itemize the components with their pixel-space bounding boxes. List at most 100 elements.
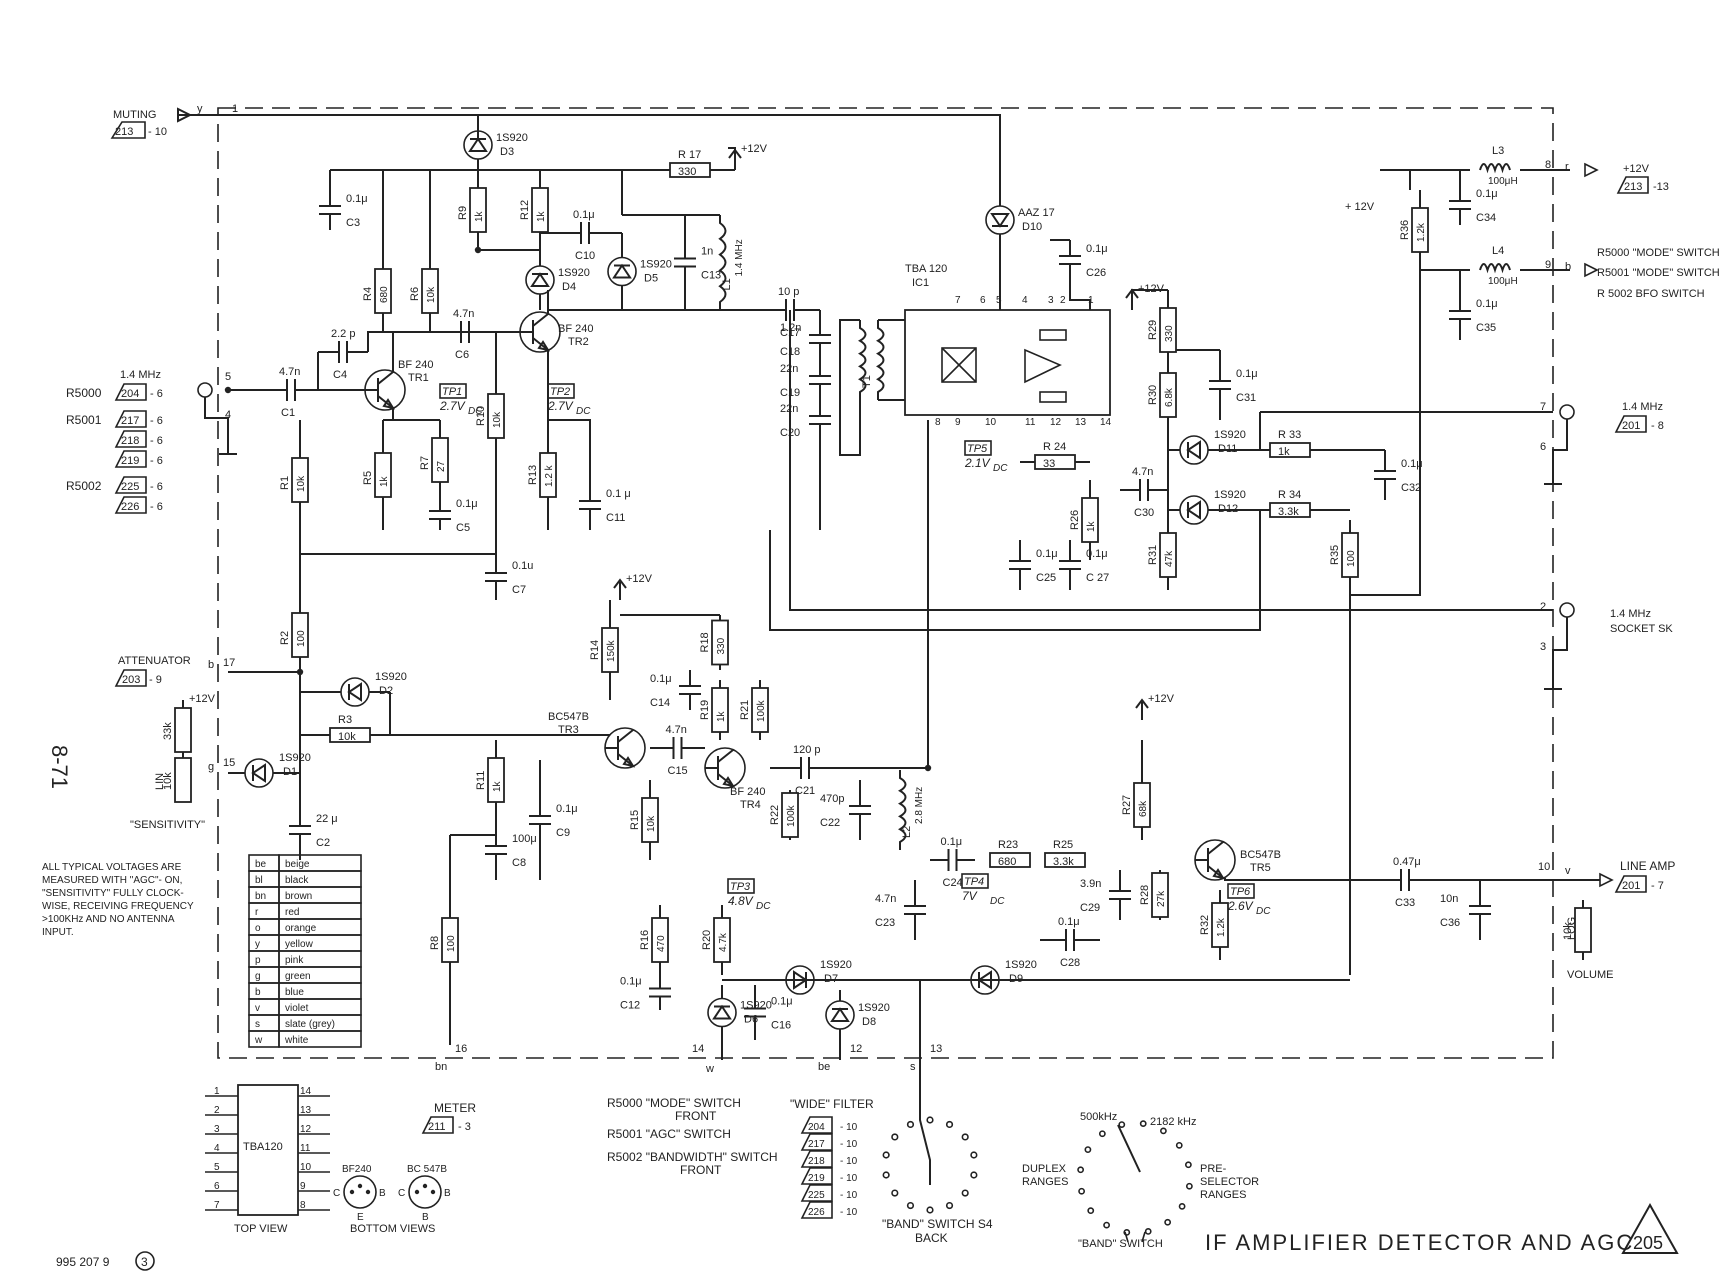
lin-label: LIN (154, 773, 166, 790)
band-switch-contact[interactable] (926, 1116, 934, 1124)
wide-ref-pin: - 10 (840, 1156, 858, 1167)
supply-12v-top-label: +12V (741, 143, 768, 155)
ic-part: TBA 120 (905, 263, 947, 275)
wire (548, 419, 591, 480)
diode-d11-value: 1S920 (1214, 429, 1246, 441)
svg-text:- 6: - 6 (150, 481, 163, 493)
resistor-r7-ref: R7 (419, 456, 431, 470)
band-switch-contact[interactable] (961, 1133, 969, 1141)
supply-12v-tr3-label: +12V (626, 573, 653, 585)
capacitor-c16-value: 0.1μ (771, 996, 793, 1008)
band-switch-contact[interactable] (970, 1151, 978, 1159)
band-dial-contact[interactable] (1185, 1182, 1193, 1190)
band-switch-contact[interactable] (882, 1171, 890, 1179)
band-switch-contact[interactable] (891, 1189, 899, 1197)
band-dial-contact[interactable] (1123, 1228, 1131, 1236)
resistor-r22-value: 100k (786, 804, 797, 827)
capacitor-c11-value: 0.1 μ (606, 488, 631, 500)
band-dial-pointer[interactable] (1117, 1124, 1141, 1173)
testpoint-tp4-value: 7V (962, 889, 978, 903)
output-coax-jack (1559, 404, 1575, 420)
band-dial-contact[interactable] (1078, 1187, 1086, 1195)
band-switch-contact[interactable] (970, 1171, 978, 1179)
bfo-arrow (1584, 262, 1599, 278)
diode-d1-ref: D1 (283, 766, 297, 778)
band-switch-contact[interactable] (945, 1201, 954, 1210)
sensitivity-supply: +12V (189, 693, 216, 705)
diode-d4-ref: D4 (562, 281, 576, 293)
band-switch-contact[interactable] (945, 1120, 954, 1129)
band-switch-contact[interactable] (906, 1201, 915, 1210)
band-switch-contact[interactable] (906, 1120, 915, 1129)
band-dial-contact[interactable] (1164, 1218, 1172, 1226)
band-dial-contact[interactable] (1084, 1146, 1092, 1153)
band-switch-wiper[interactable] (919, 1060, 931, 1185)
band-switch-contact[interactable] (926, 1206, 934, 1214)
ic-ref: IC1 (912, 277, 929, 289)
band-dial-contact[interactable] (1077, 1166, 1085, 1174)
testpoint-tp1-ref: TP1 (442, 386, 462, 398)
potentiometer-volume: 10k (1562, 900, 1592, 960)
resistor-r15-ref: R15 (629, 810, 641, 830)
diode-d2-ref: D2 (379, 685, 393, 697)
wide-ref-number: 204 (808, 1122, 825, 1133)
inductor-l1-value: 1.4 MHz (734, 239, 745, 276)
band-dial-contact[interactable] (1160, 1127, 1167, 1135)
resistor-r21-value: 100k (756, 699, 767, 722)
resistor-r17-ref: R 17 (678, 149, 701, 161)
band-switch-contact[interactable] (961, 1189, 969, 1197)
capacitor-c10-ref: C10 (575, 250, 595, 262)
resistor-r31-ref: R31 (1147, 545, 1159, 565)
band-switch-contact[interactable] (882, 1151, 890, 1159)
ic-pin-p5: 5 (996, 295, 1002, 306)
wide-ref-number: 219 (808, 1173, 825, 1184)
testpoint-tp1-unit: DC (468, 406, 483, 417)
capacitor-c19-value: 22n (780, 363, 798, 375)
line-amp-ref-pin: - 7 (1651, 880, 1664, 892)
testpoint-tp6-value: 2.6V (1227, 899, 1254, 913)
band-dial-contact[interactable] (1087, 1207, 1095, 1215)
resistor-r30-value: 6.8k (1164, 387, 1175, 407)
pin-2: 2 (1540, 601, 1546, 613)
wire (1069, 280, 1091, 310)
note-line: WISE, RECEIVING FREQUENCY (42, 901, 194, 912)
pinout-right-pin: 12 (300, 1124, 312, 1135)
band-dial-contact[interactable] (1178, 1203, 1186, 1210)
band-switch-contact[interactable] (891, 1133, 899, 1141)
band-dial-contact[interactable] (1175, 1141, 1183, 1149)
testpoint-tp4-unit: DC (990, 896, 1005, 907)
wide-filter-label: "WIDE" FILTER (790, 1097, 874, 1111)
capacitor-c6-value: 4.7n (453, 308, 474, 320)
capacitor-c27-value: 0.1μ (1086, 548, 1108, 560)
diode-d9-value: 1S920 (1005, 959, 1037, 971)
band-dial-contact[interactable] (1103, 1221, 1110, 1229)
ic-mixer-block (941, 347, 977, 383)
band-dial-contact[interactable] (1144, 1227, 1152, 1235)
svg-text:218: 218 (121, 435, 139, 447)
band-dial-contact[interactable] (1098, 1130, 1106, 1138)
color-name: orange (285, 923, 317, 934)
ic-pin-p8: 8 (935, 417, 941, 428)
band-dial-contact[interactable] (1118, 1121, 1126, 1129)
wide-ref-triangle (800, 1133, 833, 1151)
band-dial-contact[interactable] (1184, 1161, 1192, 1169)
wide-ref-pin: - 10 (840, 1139, 858, 1150)
resistor-r31-value: 47k (1164, 550, 1175, 567)
band-dial-contact[interactable] (1139, 1120, 1147, 1128)
diode-d7-ref: D7 (824, 973, 838, 985)
